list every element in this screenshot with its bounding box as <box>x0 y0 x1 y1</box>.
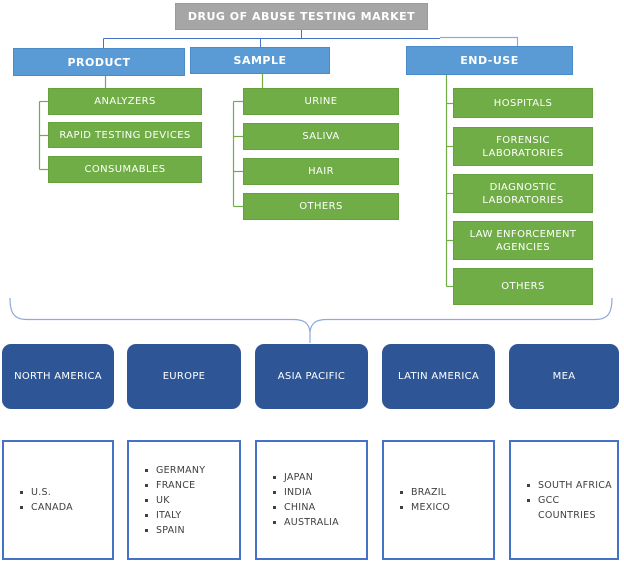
list-item: UK <box>144 493 235 508</box>
region-asia-pacific: ASIA PACIFIC <box>255 344 368 409</box>
list-item: CHINA <box>272 500 362 515</box>
region-mea: MEA <box>509 344 619 409</box>
country-list-north-america: U.S. CANADA <box>2 440 114 560</box>
segment-header-end-use: END-USE <box>406 46 573 75</box>
sample-item-saliva: SALIVA <box>243 123 399 150</box>
diagram-title: DRUG OF ABUSE TESTING MARKET <box>175 3 428 30</box>
bullet-icon <box>273 506 276 509</box>
list-item: SPAIN <box>144 523 235 538</box>
region-europe: EUROPE <box>127 344 241 409</box>
product-item-analyzers: ANALYZERS <box>48 88 202 115</box>
bullet-icon <box>273 491 276 494</box>
bullet-icon <box>145 468 148 472</box>
sample-item-others: OTHERS <box>243 193 399 220</box>
list-item: AUSTRALIA <box>272 515 362 530</box>
bullet-icon <box>400 491 403 494</box>
product-item-rapid-testing-devices: RAPID TESTING DEVICES <box>48 122 202 148</box>
bullet-icon <box>527 498 530 502</box>
list-item: GERMANY <box>144 463 235 478</box>
region-latin-america: LATIN AMERICA <box>382 344 495 409</box>
sample-item-urine: URINE <box>243 88 399 115</box>
bullet-icon <box>145 528 148 532</box>
region-north-america: NORTH AMERICA <box>2 344 114 409</box>
bullet-icon <box>145 498 148 502</box>
list-item: MEXICO <box>399 500 489 515</box>
list-item: U.S. <box>19 485 108 500</box>
end-use-item-others: OTHERS <box>453 268 593 305</box>
segment-header-product: PRODUCT <box>13 48 185 76</box>
list-item: SOUTH AFRICA <box>526 478 613 493</box>
bullet-icon <box>273 476 276 479</box>
end-use-item-diagnostic-laboratories: DIAGNOSTIC LABORATORIES <box>453 174 593 213</box>
bullet-icon <box>20 491 23 494</box>
country-list-europe: GERMANY FRANCE UK ITALY SPAIN <box>127 440 241 560</box>
list-item: ITALY <box>144 508 235 523</box>
end-use-item-forensic-laboratories: FORENSIC LABORATORIES <box>453 127 593 166</box>
country-list-latin-america: BRAZIL MEXICO <box>382 440 495 560</box>
bullet-icon <box>145 483 148 487</box>
bullet-icon <box>273 521 276 524</box>
list-item: FRANCE <box>144 478 235 493</box>
segment-header-sample: SAMPLE <box>190 47 330 74</box>
end-use-item-law-enforcement-agencies: LAW ENFORCEMENT AGENCIES <box>453 221 593 260</box>
list-item: CANADA <box>19 500 108 515</box>
bullet-icon <box>145 513 148 517</box>
list-item: JAPAN <box>272 470 362 485</box>
sample-item-hair: HAIR <box>243 158 399 185</box>
list-item: BRAZIL <box>399 485 489 500</box>
product-item-consumables: CONSUMABLES <box>48 156 202 183</box>
bullet-icon <box>527 483 530 487</box>
country-list-mea: SOUTH AFRICA GCC COUNTRIES <box>509 440 619 560</box>
country-list-asia-pacific: JAPAN INDIA CHINA AUSTRALIA <box>255 440 368 560</box>
bullet-icon <box>20 506 23 509</box>
list-item: INDIA <box>272 485 362 500</box>
list-item: GCC COUNTRIES <box>526 493 613 523</box>
end-use-item-hospitals: HOSPITALS <box>453 88 593 118</box>
bullet-icon <box>400 506 403 509</box>
